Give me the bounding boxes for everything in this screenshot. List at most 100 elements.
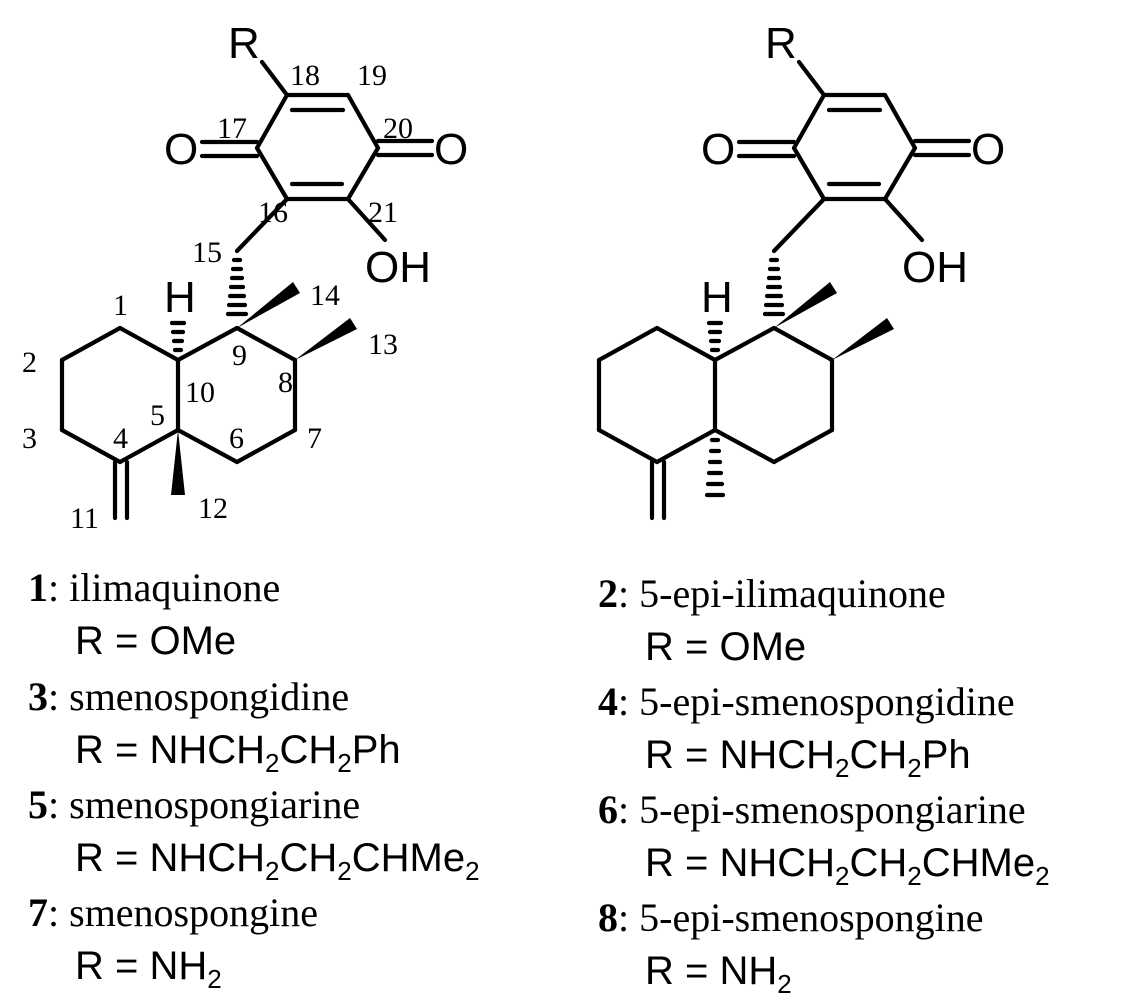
position-2: 2 <box>22 346 37 379</box>
methyl-5-hashed-wedge <box>704 437 726 498</box>
formula-subscript: 2 <box>265 856 280 886</box>
compound-name: 5-epi-smenospongiarine <box>639 787 1026 832</box>
formula-subscript: 2 <box>777 969 792 999</box>
formula-part: Ph <box>921 733 971 777</box>
methyl-12-wedge <box>171 430 185 495</box>
position-7: 7 <box>307 422 322 455</box>
position-numbers: 1 2 3 4 5 6 7 8 9 10 11 12 13 14 15 16 1… <box>22 59 413 535</box>
formula-subscript: 2 <box>835 861 850 891</box>
formula-part: CH <box>849 841 908 885</box>
compound-number: 4 <box>598 679 618 724</box>
formula-part: OMe <box>149 619 237 663</box>
r-group-line: R = OMe <box>645 624 806 670</box>
r-equals: R = <box>645 949 720 993</box>
compound-name: 5-epi-smenospongidine <box>639 679 1015 724</box>
position-13: 13 <box>368 328 398 361</box>
compound-name-line: 1: ilimaquinone <box>28 565 281 610</box>
position-16: 16 <box>258 196 288 229</box>
compound-number: 3 <box>28 674 48 719</box>
position-21: 21 <box>368 196 398 229</box>
compound-name-line: 5: smenospongiarine <box>28 782 361 827</box>
formula-subscript: 2 <box>835 753 850 783</box>
position-20: 20 <box>383 112 413 145</box>
formula-part: CH <box>279 836 338 880</box>
compound-name-line: 7: smenospongine <box>28 890 318 935</box>
hydroxyl-label: OH <box>902 243 968 292</box>
r-group-line: R = NHCH2CH2Ph <box>75 727 401 776</box>
formula-part: NHCH <box>149 728 266 772</box>
compound-name-line: 3: smenospongidine <box>28 674 350 719</box>
formula-part: CHMe <box>351 836 466 880</box>
compound-name-line: 8: 5-epi-smenospongine <box>598 895 984 940</box>
oxygen-right: O <box>971 125 1005 174</box>
r-equals: R = <box>75 944 150 988</box>
formula-subscript: 2 <box>265 748 280 778</box>
compound-name: smenospongidine <box>69 674 350 719</box>
position-12: 12 <box>198 492 228 525</box>
position-9: 9 <box>232 339 247 372</box>
hydrogen-label: H <box>164 273 196 322</box>
r-equals: R = <box>75 619 150 663</box>
formula-part: NHCH <box>149 836 266 880</box>
formula-subscript: 2 <box>337 856 352 886</box>
structure-right: R O O OH H <box>599 19 1005 518</box>
compound-name-line: 4: 5-epi-smenospongidine <box>598 679 1015 724</box>
position-3: 3 <box>22 422 37 455</box>
hydrogen-label: H <box>701 273 733 322</box>
formula-subscript: 2 <box>1035 861 1050 891</box>
position-11: 11 <box>70 502 99 535</box>
r-group-line: R = NHCH2CH2CHMe2 <box>75 835 480 884</box>
formula-subscript: 2 <box>907 861 922 891</box>
position-19: 19 <box>357 59 387 92</box>
hydroxyl-label: OH <box>365 243 431 292</box>
compound-name: 5-epi-smenospongine <box>639 895 984 940</box>
r-label: R <box>765 19 797 68</box>
r-equals: R = <box>75 836 150 880</box>
compound-number: 6 <box>598 787 618 832</box>
formula-subscript: 2 <box>465 856 480 886</box>
formula-part: NHCH <box>719 733 836 777</box>
r-equals: R = <box>75 728 150 772</box>
compound-name: smenospongine <box>69 890 318 935</box>
formula-part: CHMe <box>921 841 1036 885</box>
r-group-line: R = NHCH2CH2CHMe2 <box>645 840 1050 889</box>
oxygen-left: O <box>701 125 735 174</box>
compound-number: 5 <box>28 782 48 827</box>
r-group-line: R = NH2 <box>645 948 792 997</box>
oxygen-left: O <box>164 125 198 174</box>
position-1: 1 <box>113 289 128 322</box>
r-group-line: R = NH2 <box>75 943 222 992</box>
formula-part: CH <box>279 728 338 772</box>
formula-subscript: 2 <box>207 964 222 994</box>
position-4: 4 <box>113 422 128 455</box>
compound-number: 7 <box>28 890 48 935</box>
formula-part: OMe <box>719 625 807 669</box>
compound-name: smenospongiarine <box>69 782 361 827</box>
r-group-line: R = NHCH2CH2Ph <box>645 732 971 781</box>
compound-name: 5-epi-ilimaquinone <box>639 571 946 616</box>
position-18: 18 <box>290 59 320 92</box>
compound-name: ilimaquinone <box>69 565 281 610</box>
compound-number: 8 <box>598 895 618 940</box>
r-equals: R = <box>645 733 720 777</box>
position-15: 15 <box>192 236 222 269</box>
position-10: 10 <box>185 376 215 409</box>
r-equals: R = <box>645 625 720 669</box>
r-group-line: R = OMe <box>75 618 236 664</box>
structure-left: R O O OH H 1 2 3 4 5 6 7 8 9 10 11 12 13… <box>22 19 468 535</box>
compound-number: 1 <box>28 565 48 610</box>
formula-part: NHCH <box>719 841 836 885</box>
r-equals: R = <box>645 841 720 885</box>
position-14: 14 <box>310 279 340 312</box>
compound-name-line: 2: 5-epi-ilimaquinone <box>598 571 946 616</box>
formula-subscript: 2 <box>337 748 352 778</box>
formula-part: Ph <box>351 728 401 772</box>
compound-number: 2 <box>598 571 618 616</box>
formula-part: CH <box>849 733 908 777</box>
formula-subscript: 2 <box>907 753 922 783</box>
position-5: 5 <box>150 399 165 432</box>
position-6: 6 <box>229 422 244 455</box>
formula-part: NH <box>719 949 778 993</box>
